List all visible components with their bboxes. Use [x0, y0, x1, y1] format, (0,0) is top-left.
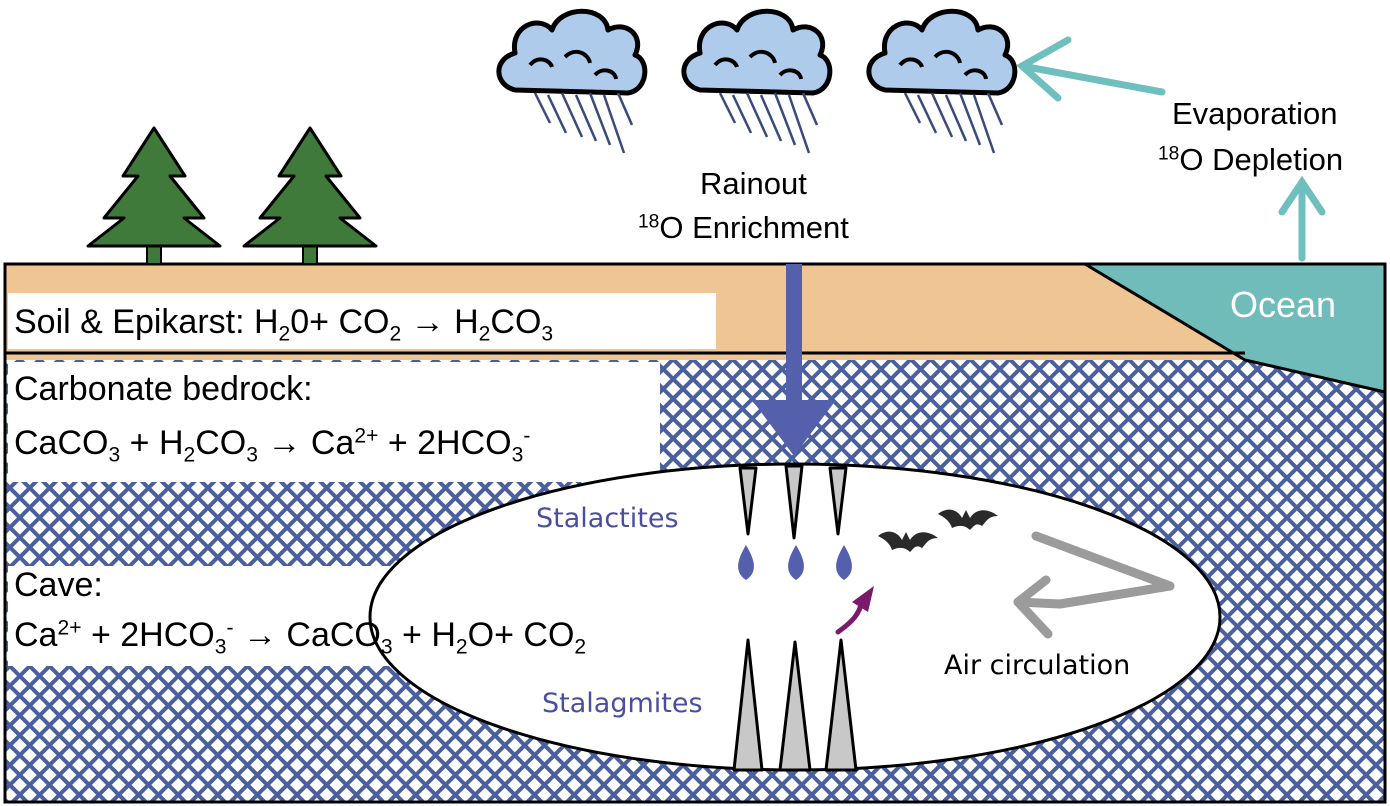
- stalagmite-icon: [732, 638, 858, 772]
- evaporation-label: Evaporation: [1172, 96, 1338, 131]
- evaporation-up-arrow: [1278, 175, 1326, 262]
- co2-degassing-arrow: [835, 586, 874, 635]
- tree-icon: [242, 126, 378, 265]
- bedrock-equation: CaCO3 + H2CO3 → Ca2+ + 2HCO3-: [14, 424, 531, 467]
- ocean-label: Ocean: [1230, 284, 1337, 325]
- evaporation-diagonal-arrow: [1016, 36, 1166, 102]
- stalactite-icon: [738, 464, 848, 540]
- soil-equation: Soil & Epikarst: H20+ CO2 → H2CO3: [14, 303, 554, 346]
- rain-cloud-icon: [681, 8, 833, 154]
- depletion-label: 18O Depletion: [1158, 142, 1344, 177]
- cave-title: Cave:: [14, 566, 103, 604]
- bat-icon: [878, 531, 938, 552]
- section-frame: [3, 262, 1387, 804]
- soil-label-box: [8, 293, 716, 349]
- bedrock-label-box: [8, 362, 660, 482]
- enrichment-label: 18O Enrichment: [638, 210, 849, 245]
- rain-cloud-icon: [496, 8, 648, 154]
- air-circulation-arrow: [1013, 531, 1175, 639]
- rain-cloud-icon: [866, 8, 1018, 154]
- air-circulation-label: Air circulation: [944, 650, 1131, 681]
- rainout-label: Rainout: [700, 166, 807, 201]
- bedrock-title: Carbonate bedrock:: [14, 370, 313, 408]
- stalagmites-label: Stalagmites: [542, 688, 703, 719]
- stalactites-label: Stalactites: [536, 503, 679, 534]
- cave-equation: Ca2+ + 2HCO3- → CaCO3 + H2O+ CO2: [14, 616, 587, 659]
- shoreline: [1084, 262, 1386, 394]
- bat-icon: [938, 509, 998, 530]
- water-drip-icon: [738, 545, 852, 580]
- ocean-area: [1085, 264, 1385, 392]
- tree-icon: [86, 126, 222, 265]
- infiltration-arrow: [752, 264, 836, 456]
